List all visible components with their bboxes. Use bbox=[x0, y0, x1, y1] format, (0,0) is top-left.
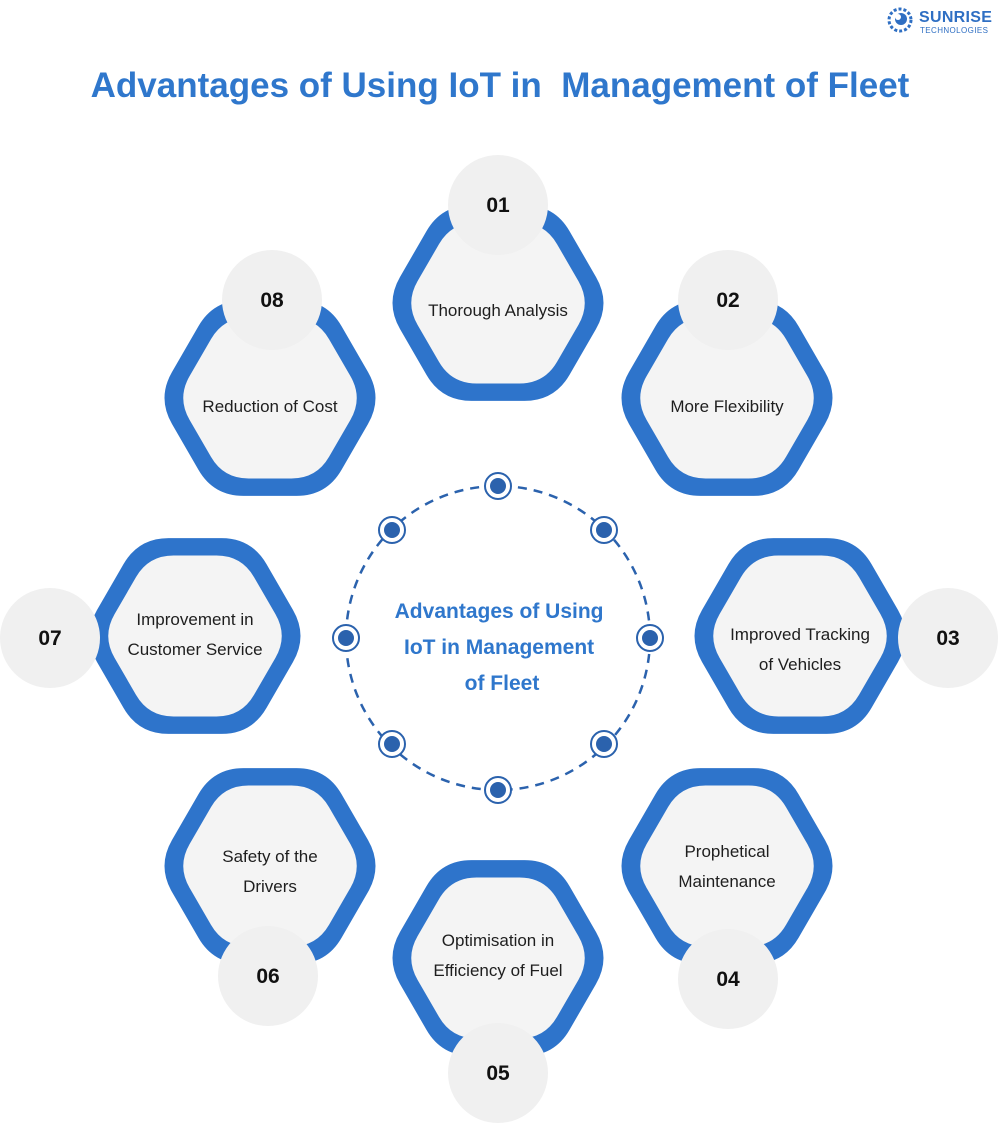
item-label: More Flexibility bbox=[670, 397, 784, 416]
ring-dot bbox=[590, 516, 618, 544]
hexagon-body bbox=[183, 317, 357, 479]
center-title: Advantages of Using IoT in Management of… bbox=[395, 600, 610, 695]
brand-logo: SUNRISE TECHNOLOGIES bbox=[886, 6, 996, 36]
item-label: Efficiency of Fuel bbox=[433, 961, 562, 980]
item-number: 05 bbox=[486, 1062, 510, 1085]
brand-name: SUNRISE bbox=[919, 9, 993, 26]
hexagon-body bbox=[411, 877, 585, 1039]
center-title-line-3: of Fleet bbox=[465, 672, 540, 695]
item-label: Customer Service bbox=[127, 640, 262, 659]
item-label: Optimisation in bbox=[442, 931, 554, 950]
ring-dot bbox=[636, 624, 664, 652]
number-badge bbox=[898, 588, 998, 688]
item-number: 02 bbox=[716, 289, 739, 312]
number-badge bbox=[448, 1023, 548, 1123]
center-ring: Advantages of Using IoT in Management of… bbox=[332, 472, 664, 804]
item-number: 08 bbox=[260, 289, 284, 312]
sunrise-logo-icon bbox=[887, 7, 913, 33]
advantage-item: 05 Optimisation in Efficiency of Fuel bbox=[392, 860, 604, 1123]
item-label: Reduction of Cost bbox=[202, 397, 337, 416]
item-label: Thorough Analysis bbox=[428, 301, 568, 320]
brand-subtitle: TECHNOLOGIES bbox=[920, 26, 989, 35]
item-number: 03 bbox=[936, 627, 959, 650]
item-number: 01 bbox=[486, 194, 510, 217]
page-title: Advantages of Using IoT in Management of… bbox=[90, 66, 910, 105]
center-title-line-2: IoT in Management bbox=[404, 636, 594, 659]
number-badge bbox=[0, 588, 100, 688]
ring-dot bbox=[484, 776, 512, 804]
ring-dot bbox=[378, 516, 406, 544]
ring-dot bbox=[590, 730, 618, 758]
ring-dot bbox=[332, 624, 360, 652]
number-badge bbox=[678, 250, 778, 350]
number-badge bbox=[222, 250, 322, 350]
hexagon-body bbox=[108, 555, 282, 717]
number-badge bbox=[218, 926, 318, 1026]
item-number: 06 bbox=[256, 965, 279, 988]
item-label: Drivers bbox=[243, 877, 297, 896]
item-label: Improved Tracking bbox=[730, 625, 870, 644]
hexagon-body bbox=[183, 785, 357, 947]
hexagon-body bbox=[411, 222, 585, 384]
item-number: 04 bbox=[716, 968, 740, 991]
ring-dot bbox=[378, 730, 406, 758]
advantage-item: 07 Improvement in Customer Service bbox=[0, 538, 301, 734]
ring-dot bbox=[484, 472, 512, 500]
item-label: of Vehicles bbox=[759, 655, 841, 674]
hexagon-body bbox=[640, 785, 814, 947]
number-badge bbox=[678, 929, 778, 1029]
advantage-item: 03 Improved Tracking of Vehicles bbox=[694, 538, 998, 734]
item-label: Prophetical bbox=[684, 842, 769, 861]
item-label: Safety of the bbox=[222, 847, 317, 866]
item-label: Improvement in bbox=[136, 610, 253, 629]
item-number: 07 bbox=[38, 627, 61, 650]
item-label: Maintenance bbox=[678, 872, 775, 891]
center-title-line-1: Advantages of Using bbox=[395, 600, 604, 623]
hexagon-body bbox=[640, 317, 814, 479]
ring-dots bbox=[332, 472, 664, 804]
number-badge bbox=[448, 155, 548, 255]
hexagon-body bbox=[713, 555, 887, 717]
